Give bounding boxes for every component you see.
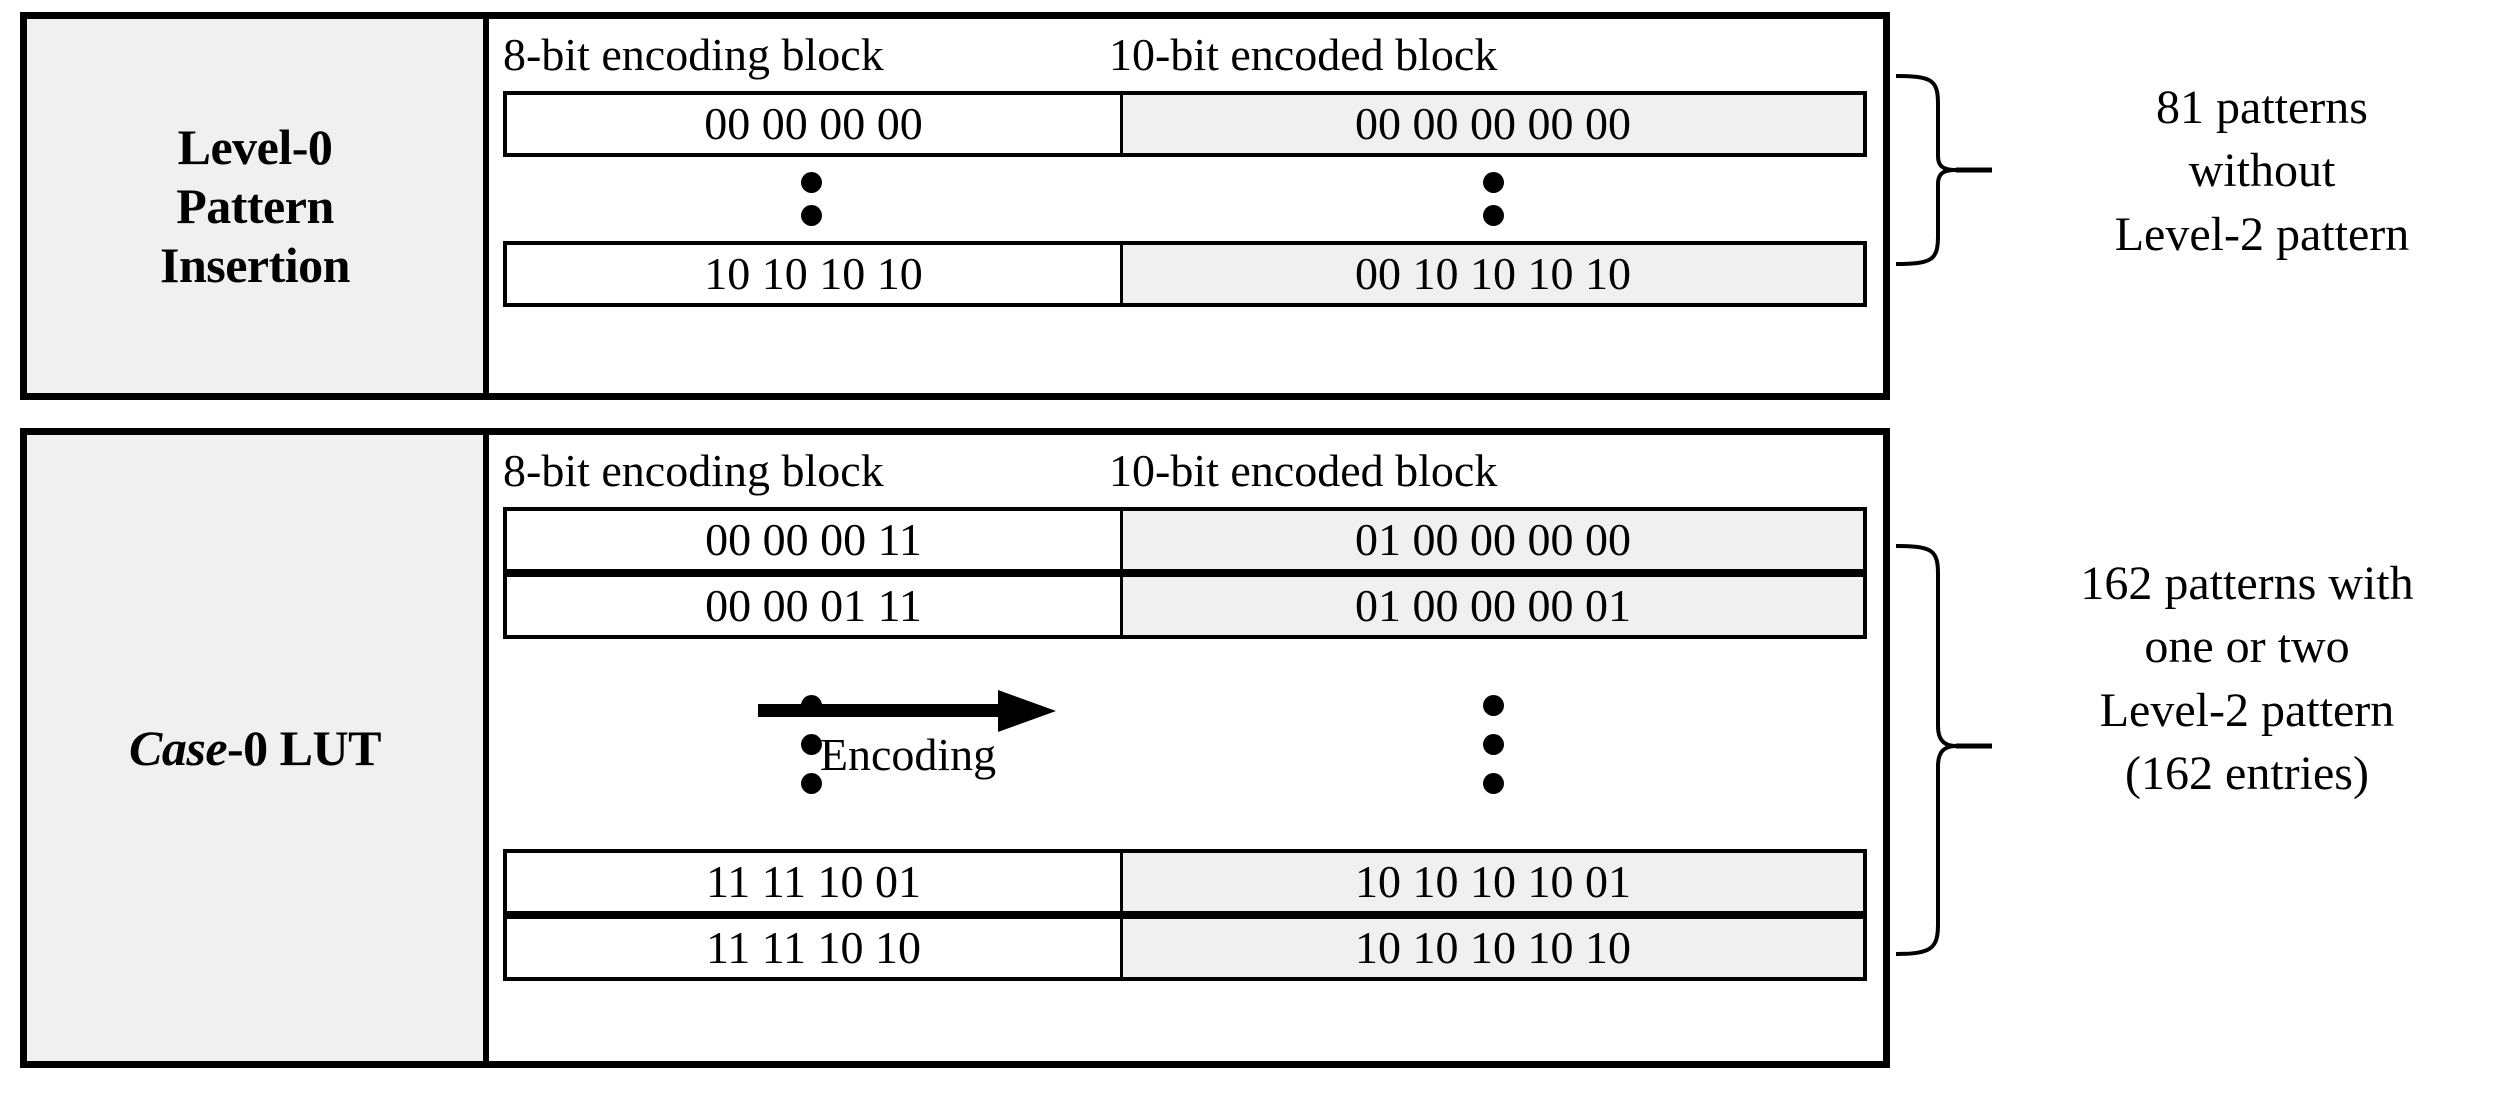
table-row: 10 10 10 10 00 10 10 10 10	[503, 241, 1867, 307]
ellipsis-dot	[1482, 205, 1504, 226]
annotation-level0: 81 patterns without Level-2 pattern	[1892, 70, 2512, 310]
cell-8bit-value: 00 00 00 00	[507, 95, 1123, 153]
panel-level0-header-10bit: 10-bit encoded block	[1109, 29, 1498, 80]
panel-level0-header-8bit: 8-bit encoding block	[503, 29, 884, 80]
ellipsis-dot	[800, 733, 822, 755]
ellipsis-right	[1119, 686, 1867, 803]
panel-level0-pattern-insertion: Level-0 Pattern Insertion 8-bit encoding…	[20, 12, 1890, 400]
panel-case0-label-rest: -0 LUT	[227, 719, 381, 776]
panel-case0-lut: Case-0 LUT 8-bit encoding block 10-bit e…	[20, 428, 1890, 1068]
cell-8bit-value: 00 00 01 11	[507, 577, 1123, 635]
panel-case0-header-8bit: 8-bit encoding block	[503, 445, 884, 496]
ellipsis-right	[1119, 166, 1867, 232]
table-row: 11 11 10 10 10 10 10 10 10	[503, 915, 1867, 981]
ellipsis-dot	[1482, 172, 1504, 193]
ellipsis-left	[503, 166, 1119, 232]
panel-case0-table: 8-bit encoding block 10-bit encoded bloc…	[489, 435, 1883, 1061]
cell-10bit-value: 00 00 00 00 00	[1123, 95, 1863, 153]
panel-case0-label: Case-0 LUT	[129, 719, 381, 778]
ellipsis-left: Encoding	[503, 686, 1119, 803]
annotation-case0-text: 162 patterns with one or two Level-2 pat…	[2080, 557, 2414, 801]
curly-brace-icon	[1895, 74, 1992, 266]
ellipsis-dot	[800, 205, 822, 226]
cell-8bit-value: 11 11 10 10	[507, 919, 1123, 977]
table-row: 11 11 10 01 10 10 10 10 01	[503, 849, 1867, 915]
ellipsis-dot	[1482, 772, 1504, 794]
annotation-case0: 162 patterns with one or two Level-2 pat…	[1892, 540, 2512, 990]
panel-level0-label-cell: Level-0 Pattern Insertion	[27, 19, 489, 393]
panel-case0-ellipsis-band: Encoding	[503, 639, 1867, 849]
arrow-right-icon	[758, 689, 1058, 732]
table-row: 00 00 00 00 00 00 00 00 00	[503, 91, 1867, 157]
cell-8bit-value: 11 11 10 01	[507, 853, 1123, 911]
panel-case0-column-headers: 8-bit encoding block 10-bit encoded bloc…	[489, 435, 1883, 507]
panel-level0-label-line2: Pattern	[176, 177, 334, 234]
panel-case0-label-cell: Case-0 LUT	[27, 435, 489, 1061]
arrow-head	[998, 689, 1056, 732]
cell-10bit-value: 00 10 10 10 10	[1123, 245, 1863, 303]
panel-level0-table: 8-bit encoding block 10-bit encoded bloc…	[489, 19, 1883, 393]
panel-level0-ellipsis-band	[503, 157, 1867, 241]
ellipsis-dot	[800, 172, 822, 193]
ellipsis-dot	[1482, 733, 1504, 755]
table-row: 00 00 01 11 01 00 00 00 01	[503, 573, 1867, 639]
panel-case0-rows: 00 00 00 11 01 00 00 00 00 00 00 01 11 0…	[503, 507, 1867, 1049]
ellipsis-dot	[1482, 694, 1504, 716]
table-row: 00 00 00 11 01 00 00 00 00	[503, 507, 1867, 573]
panel-level0-label-line3: Insertion	[160, 236, 350, 293]
annotation-level0-text: 81 patterns without Level-2 pattern	[2114, 81, 2410, 261]
arrow-shaft	[758, 703, 1008, 717]
cell-10bit-value: 01 00 00 00 01	[1123, 577, 1863, 635]
curly-brace-icon	[1895, 544, 1992, 956]
encoding-arrow-label: Encoding	[819, 728, 997, 780]
panel-case0-label-italic: Case	[129, 719, 228, 776]
cell-10bit-value: 01 00 00 00 00	[1123, 511, 1863, 569]
panel-level0-column-headers: 8-bit encoding block 10-bit encoded bloc…	[489, 19, 1883, 91]
panel-case0-header-10bit: 10-bit encoded block	[1109, 445, 1498, 496]
cell-8bit-value: 10 10 10 10	[507, 245, 1123, 303]
cell-8bit-value: 00 00 00 11	[507, 511, 1123, 569]
cell-10bit-value: 10 10 10 10 10	[1123, 919, 1863, 977]
panel-level0-rows: 00 00 00 00 00 00 00 00 00 10 10 10 10	[503, 91, 1867, 381]
panel-level0-label-line1: Level-0	[177, 118, 333, 175]
cell-10bit-value: 10 10 10 10 01	[1123, 853, 1863, 911]
encoding-arrow-group: Encoding	[743, 689, 1073, 781]
ellipsis-dot	[800, 772, 822, 794]
panel-level0-label: Level-0 Pattern Insertion	[160, 118, 350, 295]
